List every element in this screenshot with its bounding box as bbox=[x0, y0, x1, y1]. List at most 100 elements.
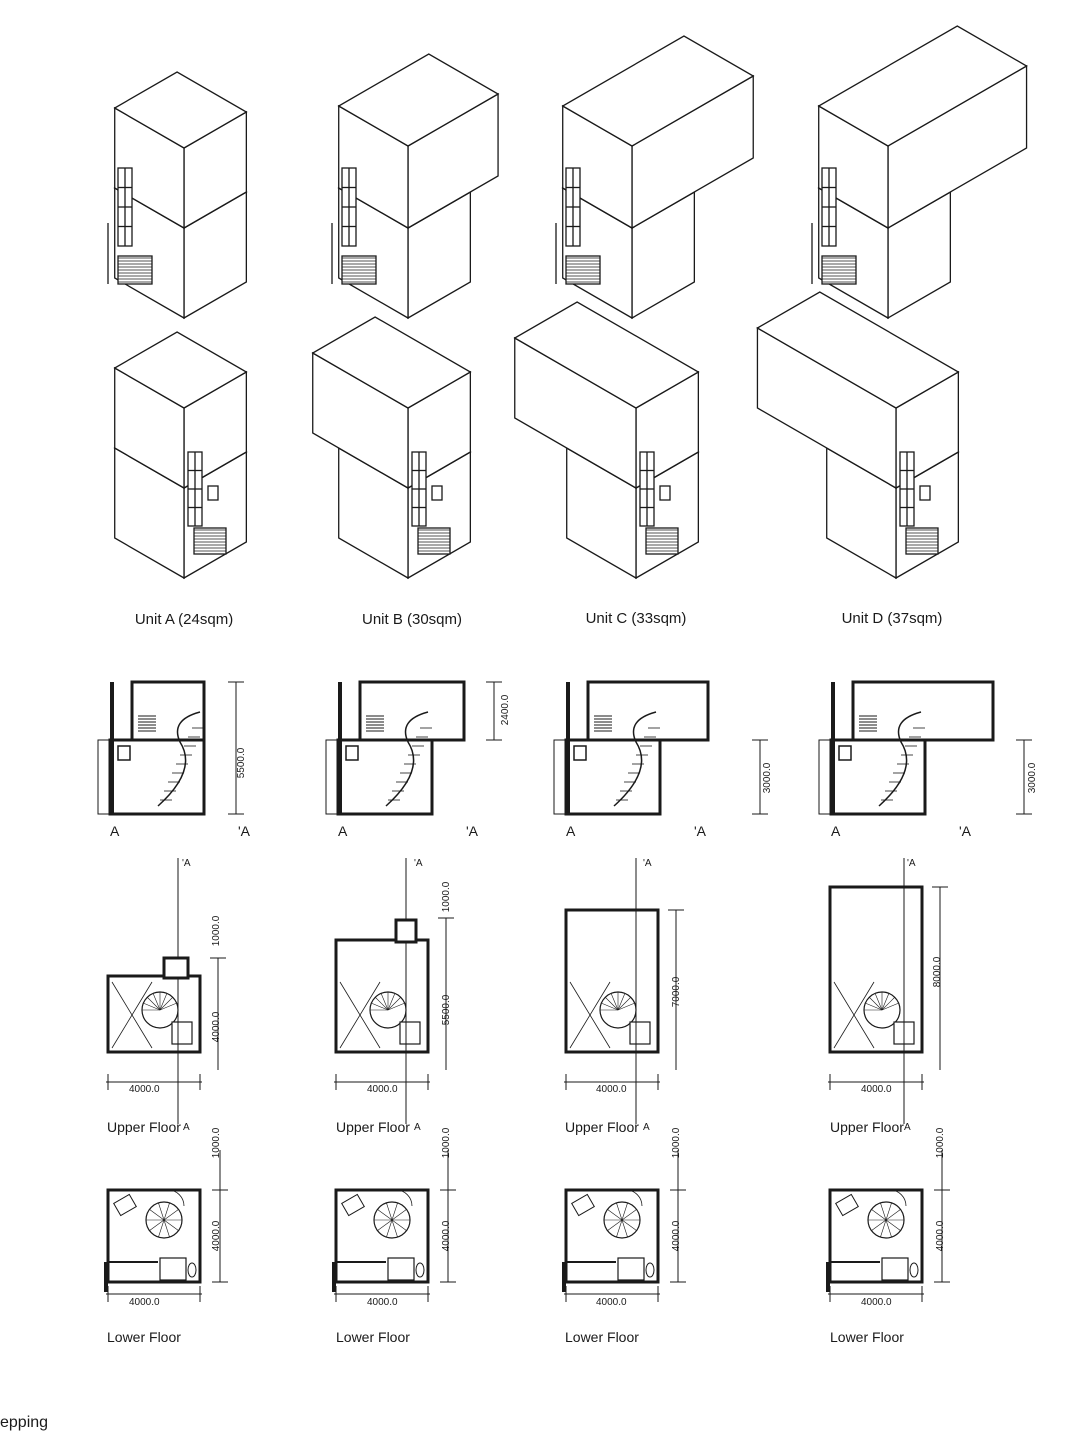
cut-mark-bottom-d: A bbox=[904, 1122, 911, 1133]
upper-plan-a-stair-tread bbox=[143, 1002, 161, 1011]
lower-floor-label-c: Lower Floor bbox=[565, 1329, 639, 1345]
unit-c-title: Unit C (33sqm) bbox=[586, 610, 687, 627]
lower-plan-a-entry-wall bbox=[104, 1262, 108, 1292]
upper-dim-width-b: 4000.0 bbox=[367, 1084, 398, 1095]
lower-dim-top-a: 1000.0 bbox=[211, 1127, 222, 1158]
iso-back-a-window bbox=[207, 485, 219, 501]
section-a-left-wall bbox=[110, 682, 114, 814]
upper-plan-b-void-cross bbox=[339, 981, 381, 1049]
upper-plan-b-stair-tread bbox=[387, 1002, 405, 1011]
lower-dim-width-b: 4000.0 bbox=[367, 1297, 398, 1308]
section-dim-b: 2400.0 bbox=[500, 694, 511, 725]
cut-mark-bottom-a: A bbox=[183, 1122, 190, 1133]
lower-plan-a-stair-tread bbox=[149, 1219, 165, 1231]
upper-floor-label-d: Upper Floor bbox=[830, 1119, 904, 1135]
unit-b-title: Unit B (30sqm) bbox=[362, 611, 462, 628]
lower-plan-a-stair-tread bbox=[158, 1219, 165, 1238]
section-mark-c-left: A bbox=[566, 823, 576, 839]
lower-dim-side-a: 4000.0 bbox=[211, 1220, 222, 1251]
upper-plan-a-void-cross bbox=[111, 981, 153, 1049]
section-c-furniture bbox=[573, 745, 587, 761]
iso-back-c-upper-top-face bbox=[513, 301, 700, 409]
upper-plan-a-stair-tread bbox=[152, 993, 161, 1011]
upper-plan-b-fixture bbox=[399, 1021, 421, 1045]
upper-plan-c-stair-tread bbox=[601, 1002, 619, 1011]
lower-plan-d-stair-tread bbox=[885, 1209, 901, 1221]
upper-plan-d-stair-tread bbox=[874, 993, 883, 1011]
iso-back-a-hatch-frame bbox=[193, 527, 227, 555]
lower-plan-b-stair-tread bbox=[377, 1209, 393, 1221]
lower-plan-d-stair-tread bbox=[871, 1219, 887, 1231]
section-b-left-wall bbox=[338, 682, 342, 814]
lower-plan-a-chair bbox=[113, 1193, 137, 1217]
cut-mark-top-d: 'A bbox=[907, 858, 916, 869]
lower-plan-b-stair-tread bbox=[386, 1219, 393, 1238]
iso-back-a-upper-top-face bbox=[113, 331, 248, 409]
lower-plan-d-bathroom bbox=[881, 1257, 909, 1281]
upper-floor-label-c: Upper Floor bbox=[565, 1119, 639, 1135]
lower-plan-c-entry-wall bbox=[562, 1262, 566, 1292]
cut-mark-top-b: 'A bbox=[414, 858, 423, 869]
section-dim-d: 3000.0 bbox=[1027, 762, 1038, 793]
lower-plan-a bbox=[104, 1150, 228, 1302]
section-d-spiral-stair bbox=[878, 711, 922, 807]
section-mark-b-left: A bbox=[338, 823, 348, 839]
lower-plan-c-stair-tread bbox=[621, 1209, 637, 1221]
section-mark-a-right: 'A bbox=[238, 823, 251, 839]
upper-dim-width-a: 4000.0 bbox=[129, 1084, 160, 1095]
upper-plan-c-stair-tread bbox=[610, 993, 619, 1011]
section-b-balcony bbox=[325, 739, 339, 815]
lower-dim-width-a: 4000.0 bbox=[129, 1297, 160, 1308]
section-dim-a: 5500.0 bbox=[236, 747, 247, 778]
section-a bbox=[97, 680, 206, 816]
section-mark-d-left: A bbox=[831, 823, 841, 839]
upper-plan-c-stair-tread bbox=[617, 997, 631, 1011]
lower-plan-d-stair-tread bbox=[885, 1219, 892, 1238]
section-c-upper-box bbox=[586, 680, 710, 742]
upper-plan-c-void-cross bbox=[569, 981, 611, 1049]
iso-front-a-upper-top-face bbox=[113, 71, 248, 149]
upper-floor-label-a: Upper Floor bbox=[107, 1119, 181, 1135]
iso-back-b-window bbox=[431, 485, 443, 501]
iso-front-b-upper-top-face bbox=[337, 53, 500, 147]
lower-plan-d-entry-wall bbox=[826, 1262, 830, 1292]
lower-plan-a-stair-tread bbox=[163, 1209, 179, 1221]
lower-floor-label-a: Lower Floor bbox=[107, 1329, 181, 1345]
lower-plan-b-stair-tread bbox=[391, 1219, 407, 1231]
iso-back-c-hatch-frame bbox=[645, 527, 679, 555]
section-dim-line-c bbox=[752, 739, 768, 815]
upper-floor-label-b: Upper Floor bbox=[336, 1119, 410, 1135]
section-dim-c: 3000.0 bbox=[762, 762, 773, 793]
section-a-balcony bbox=[97, 739, 111, 815]
upper-dim-side-d: 8000.0 bbox=[932, 956, 943, 987]
lower-plan-b-chair bbox=[341, 1193, 365, 1217]
lower-dim-top-d: 1000.0 bbox=[935, 1127, 946, 1158]
lower-dim-width-d: 4000.0 bbox=[861, 1297, 892, 1308]
footer-text-fragment: epping bbox=[0, 1414, 49, 1431]
lower-plan-a-door-swing bbox=[167, 1189, 185, 1207]
cut-mark-top-a: 'A bbox=[182, 858, 191, 869]
section-b-furniture bbox=[345, 745, 359, 761]
section-c-left-wall bbox=[566, 682, 570, 814]
lower-plan-d-toilet bbox=[909, 1262, 919, 1278]
section-d-left-wall bbox=[831, 682, 835, 814]
lower-plan-c-stair-tread bbox=[607, 1219, 623, 1231]
section-a-furniture bbox=[117, 745, 131, 761]
lower-floor-plans bbox=[104, 1150, 950, 1302]
iso-front-c bbox=[555, 35, 755, 320]
upper-dim-width-d: 4000.0 bbox=[861, 1084, 892, 1095]
lower-plan-a-stair-tread bbox=[163, 1202, 170, 1221]
lower-plan-a-stair-tread bbox=[158, 1202, 165, 1221]
upper-plan-b-stair-tread bbox=[375, 997, 389, 1011]
lower-dim-side-d: 4000.0 bbox=[935, 1220, 946, 1251]
lower-plan-a-toilet bbox=[187, 1262, 197, 1278]
lower-dim-top-c: 1000.0 bbox=[671, 1127, 682, 1158]
iso-back-d bbox=[756, 291, 960, 580]
section-b-lower-box bbox=[336, 738, 434, 816]
lower-dim-top-b: 1000.0 bbox=[441, 1127, 452, 1158]
lower-plan-c-stair-tread bbox=[616, 1219, 623, 1238]
upper-dim-side-a: 4000.0 bbox=[211, 1011, 222, 1042]
upper-dim-width-c: 4000.0 bbox=[596, 1084, 627, 1095]
lower-plan-d-stair-tread bbox=[871, 1209, 887, 1221]
